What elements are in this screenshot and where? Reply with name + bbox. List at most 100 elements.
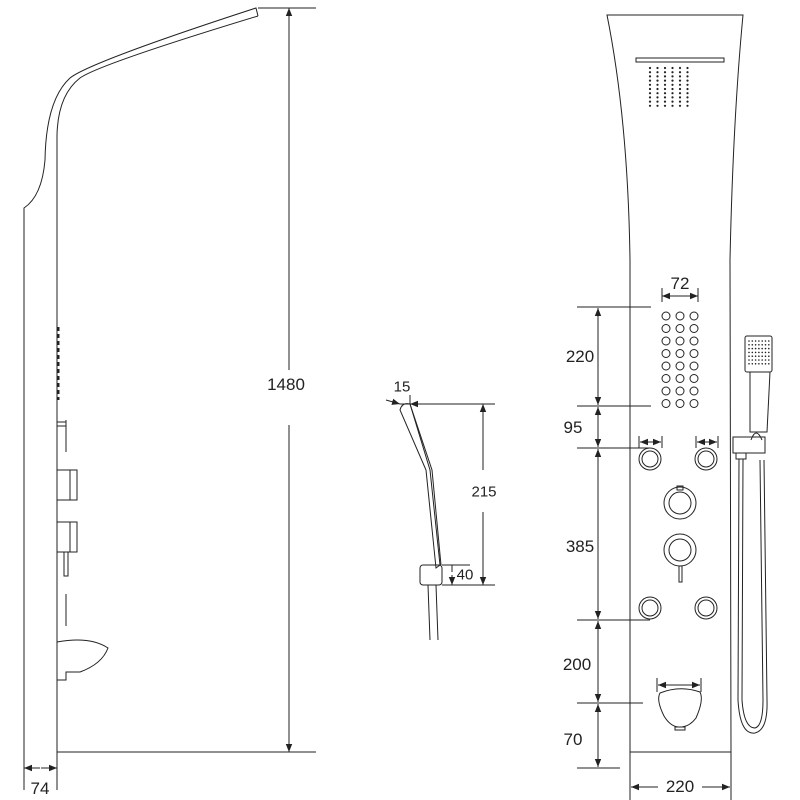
nozzle [675, 336, 685, 346]
rain-shower-slot [635, 57, 725, 63]
dimension-label-95: 95 [563, 418, 583, 437]
nozzle [689, 386, 699, 396]
nozzle [671, 71, 674, 74]
nozzle [661, 361, 671, 371]
nozzle [686, 83, 689, 86]
nozzle [663, 92, 667, 95]
side-mixer-handle [63, 551, 69, 577]
nozzle [764, 355, 767, 358]
nozzle [751, 359, 754, 361]
nozzle [663, 75, 667, 78]
nozzle [656, 66, 659, 70]
nozzle [656, 83, 659, 86]
nozzle [689, 336, 699, 346]
nozzle [656, 79, 659, 82]
nozzle [648, 96, 652, 99]
nozzle [754, 359, 757, 361]
nozzle [758, 347, 760, 350]
nozzle [661, 349, 671, 358]
nozzle [661, 311, 671, 321]
nozzle [761, 351, 763, 354]
nozzle [686, 66, 689, 70]
nozzle [661, 399, 671, 408]
nozzle [648, 83, 652, 86]
nozzle [648, 100, 652, 103]
nozzle [675, 361, 685, 371]
nozzle [671, 100, 674, 103]
nozzle [751, 355, 754, 358]
front-panel-outline [606, 14, 744, 753]
nozzle [761, 363, 763, 365]
nozzle [678, 83, 682, 86]
nozzle [768, 355, 770, 358]
nozzle [764, 347, 767, 350]
hand-shower-holder [419, 564, 443, 586]
nozzle [761, 355, 763, 358]
nozzle [663, 71, 667, 74]
nozzle [671, 104, 674, 107]
hand-shower-holder-label: 40 [456, 566, 474, 584]
nozzle [761, 347, 763, 350]
nozzle [648, 75, 652, 78]
nozzle [675, 399, 685, 408]
shower-hose [737, 458, 768, 734]
nozzle [689, 399, 699, 408]
nozzle [648, 92, 652, 95]
nozzle [671, 92, 674, 95]
dimension-label-70: 70 [563, 730, 583, 749]
nozzle [661, 336, 671, 346]
nozzle [671, 66, 674, 70]
hand-shower-view [385, 395, 495, 641]
dimension-label-220-top: 220 [565, 347, 595, 366]
nozzle [689, 324, 699, 333]
nozzle [751, 344, 754, 346]
nozzle [748, 351, 750, 354]
nozzle [648, 104, 652, 107]
body-jets-spacing-label: 72 [670, 274, 690, 293]
nozzle [678, 71, 682, 74]
nozzle [648, 87, 652, 91]
nozzle [663, 100, 667, 103]
nozzle [754, 347, 757, 350]
nozzle [678, 79, 682, 82]
nozzle [768, 340, 770, 342]
side-spout [56, 639, 109, 681]
nozzle [751, 347, 754, 350]
nozzle [761, 340, 763, 342]
body-jet-top-right [694, 447, 718, 471]
nozzle [748, 355, 750, 358]
nozzle [678, 75, 682, 78]
hand-shower-width-label: 15 [393, 378, 411, 396]
nozzle [686, 87, 689, 91]
front-view [577, 14, 773, 800]
nozzle [768, 363, 770, 365]
nozzle [761, 344, 763, 346]
nozzle [689, 349, 699, 358]
body-jet-nozzles [661, 311, 699, 408]
nozzle [748, 344, 750, 346]
nozzle [678, 92, 682, 95]
front-width-label: 220 [663, 777, 697, 797]
nozzle [758, 363, 760, 365]
side-mixer-knob [56, 521, 78, 553]
diverter-handle [678, 565, 683, 583]
nozzle [648, 71, 652, 74]
dimension-label-385: 385 [565, 537, 595, 556]
nozzle [751, 363, 754, 365]
nozzle [671, 87, 674, 91]
nozzle [686, 79, 689, 82]
nozzle [689, 311, 699, 321]
body-jet-bottom-right [694, 596, 718, 620]
nozzle [754, 363, 757, 365]
nozzle [686, 75, 689, 78]
nozzle [675, 311, 685, 321]
nozzle [748, 340, 750, 342]
nozzle [663, 83, 667, 86]
nozzle [768, 351, 770, 354]
nozzle [754, 344, 757, 346]
nozzle [678, 100, 682, 103]
nozzle [675, 349, 685, 358]
nozzle [758, 355, 760, 358]
nozzle [648, 79, 652, 82]
